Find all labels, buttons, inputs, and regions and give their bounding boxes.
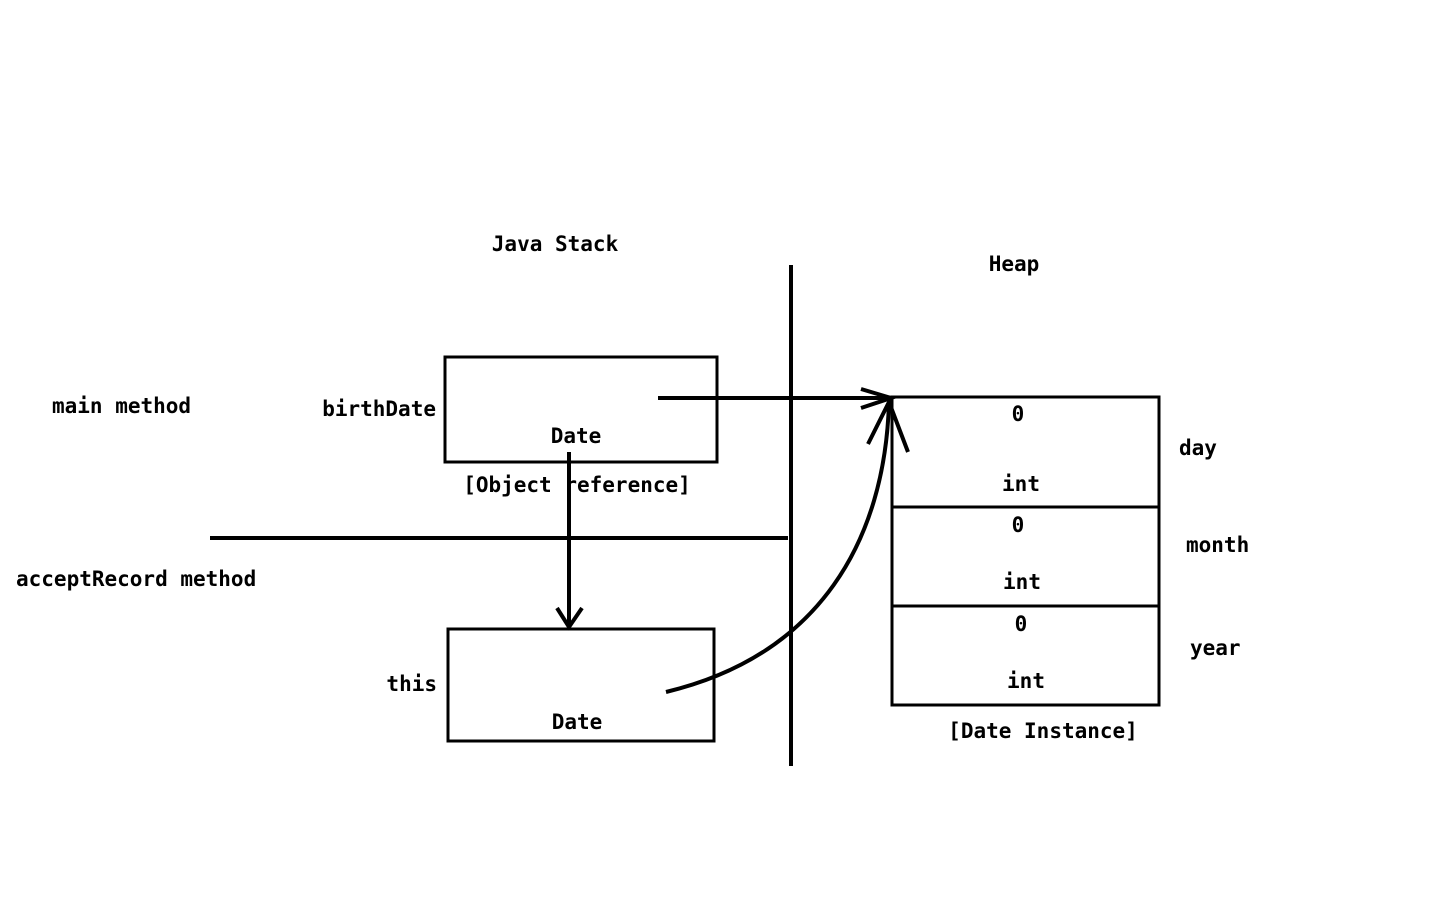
day-field-type: int [1002, 472, 1040, 496]
year-field-type: int [1007, 669, 1045, 693]
month-field-name: month [1186, 533, 1249, 557]
year-field-name: year [1190, 636, 1241, 660]
this-var-name: this [386, 672, 437, 696]
main-method-label: main method [52, 394, 191, 418]
day-field-value: 0 [1012, 402, 1025, 426]
birthdate-var-name: birthDate [322, 397, 436, 421]
birthdate-var-box [443, 355, 719, 464]
day-field-name: day [1179, 436, 1217, 460]
month-field-value: 0 [1012, 513, 1025, 537]
this-var-box [446, 627, 716, 743]
year-field-box [890, 604, 1161, 707]
stack-title: Java Stack [492, 232, 619, 256]
birthdate-reference-arrow [658, 387, 898, 410]
birthdate-var-type: Date [551, 424, 602, 448]
this-var-type: Date [552, 710, 603, 734]
object-reference-caption: [Object reference] [463, 473, 691, 497]
month-field-type: int [1003, 570, 1041, 594]
this-reference-arrow [665, 397, 910, 694]
copy-arrow [555, 452, 584, 631]
accept-record-method-label: acceptRecord method [16, 567, 256, 591]
date-instance-caption: [Date Instance] [948, 719, 1138, 743]
date-instance: 0 int 0 int 0 int [890, 395, 1161, 707]
year-field-value: 0 [1015, 612, 1028, 636]
heap-title: Heap [989, 252, 1040, 276]
